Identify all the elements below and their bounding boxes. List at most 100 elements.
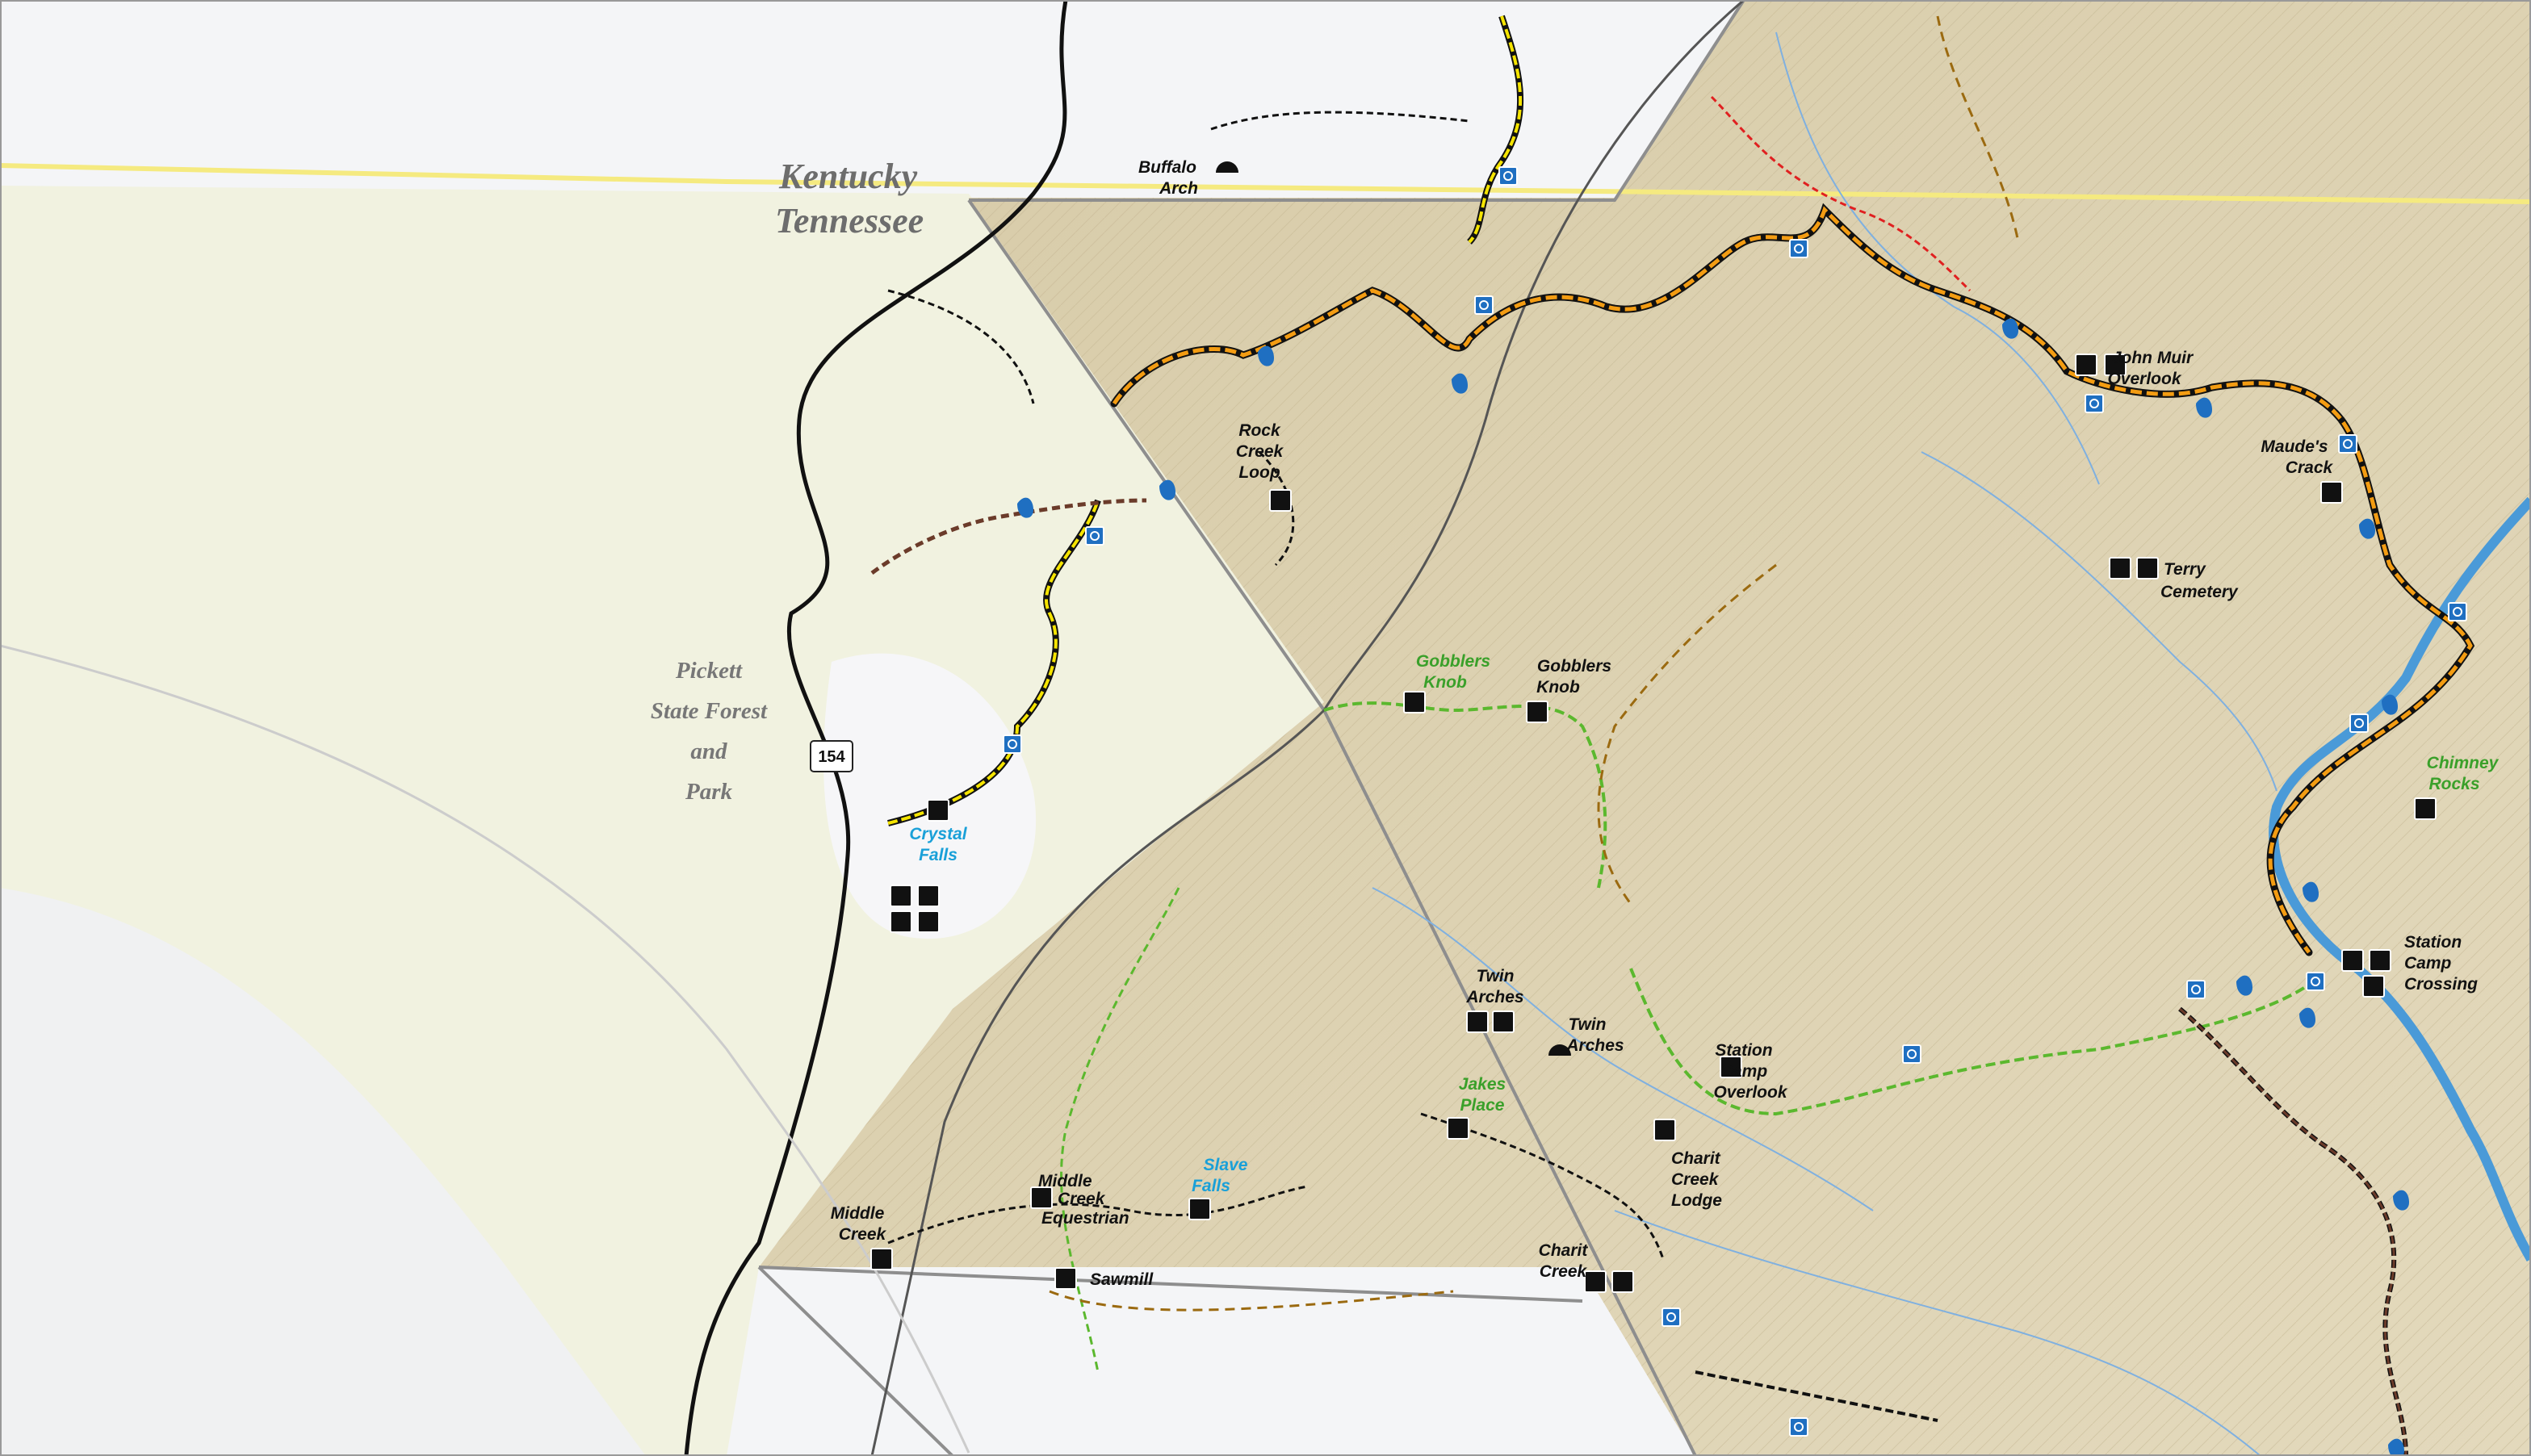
label-jakes-place-1: Jakes bbox=[1459, 1075, 1506, 1094]
label-john-muir-2: Overlook bbox=[2107, 370, 2181, 388]
label-jakes-place-2: Place bbox=[1460, 1096, 1505, 1115]
blue-camping-icon bbox=[2448, 602, 2467, 621]
label-twin-arches-1a: Twin bbox=[1476, 967, 1514, 985]
label-station-camp-crossing-1: Station bbox=[2404, 933, 2462, 952]
label-middle-creek-1: Middle bbox=[831, 1204, 885, 1223]
label-twin-arches-2a: Twin bbox=[1568, 1015, 1606, 1034]
label-station-camp-overlook-1: Station bbox=[1715, 1041, 1772, 1060]
label-station-camp-overlook-2: Camp bbox=[1720, 1062, 1768, 1081]
water-drop-icon bbox=[2002, 318, 2018, 339]
water-drop-icon bbox=[2303, 881, 2319, 902]
label-chimney-rocks-1: Chimney bbox=[2427, 754, 2500, 772]
label-rock-creek-loop-1: Rock bbox=[1238, 421, 1281, 440]
waterfall-icon bbox=[1188, 1198, 1211, 1220]
label-charit-creek-2: Creek bbox=[1540, 1262, 1588, 1281]
blue-camping-icon bbox=[2085, 394, 2104, 413]
blue-camping-icon bbox=[2186, 980, 2206, 999]
trail-orange bbox=[1112, 206, 2473, 954]
water-drop-icon bbox=[2393, 1190, 2409, 1211]
label-charit-creek-lodge-3: Lodge bbox=[1671, 1191, 1722, 1210]
horse-icon bbox=[2109, 557, 2131, 579]
blue-camping-icon bbox=[1498, 166, 1518, 186]
label-maudes-crack-1: Maude's bbox=[2261, 437, 2328, 456]
water-drop-icon bbox=[1159, 479, 1175, 500]
water-drop-icon bbox=[2382, 694, 2398, 715]
blue-camping-icon bbox=[1085, 526, 1104, 546]
water-drop-icon bbox=[1258, 345, 1274, 366]
blue-camping-icon bbox=[1003, 734, 1022, 754]
label-rock-creek-loop-2: Creek bbox=[1236, 442, 1284, 461]
label-sawmill: Sawmill bbox=[1090, 1270, 1154, 1289]
lodging-icon bbox=[917, 910, 940, 933]
viewpoint-icon bbox=[1403, 691, 1426, 713]
water-drop-icon bbox=[1017, 497, 1033, 518]
label-slave-falls-2: Falls bbox=[1192, 1177, 1230, 1195]
camp-store-icon bbox=[890, 885, 912, 907]
campground-icon bbox=[917, 885, 940, 907]
water-drop-icon bbox=[2236, 975, 2252, 996]
blue-camping-icon bbox=[1789, 239, 1808, 258]
trailhead-icon bbox=[1492, 1010, 1515, 1033]
restroom-icon bbox=[2075, 354, 2097, 376]
trailhead-icon bbox=[1526, 701, 1548, 723]
trail-yellow bbox=[887, 500, 1100, 825]
state-line bbox=[0, 163, 2531, 204]
horse-icon bbox=[1054, 1267, 1077, 1290]
lodging-icon bbox=[1653, 1119, 1676, 1141]
horse-icon bbox=[2362, 975, 2385, 998]
picnic-icon bbox=[2341, 949, 2364, 972]
restroom-icon bbox=[1466, 1010, 1489, 1033]
blue-camping-icon bbox=[1474, 295, 1494, 315]
label-station-camp-crossing-2: Camp bbox=[2404, 954, 2452, 973]
label-gobblers-knob-2: Knob bbox=[1536, 678, 1580, 697]
label-slave-falls-1: Slave bbox=[1204, 1156, 1248, 1174]
label-twin-arches-2b: Arches bbox=[1565, 1036, 1624, 1055]
label-twin-arches-1b: Arches bbox=[1465, 988, 1523, 1006]
label-gobblers-knob-1: Gobblers bbox=[1537, 657, 1611, 676]
crystal-falls-clearing bbox=[823, 653, 1037, 939]
big-south-fork-river bbox=[2269, 496, 2531, 1262]
park-label-line-4: Park bbox=[685, 779, 733, 805]
label-middle-creek-equestrian-1: Middle bbox=[1038, 1172, 1092, 1190]
state-label-kentucky: Kentucky bbox=[778, 157, 918, 196]
restroom-icon bbox=[2320, 481, 2343, 504]
water-drop-icon bbox=[1452, 373, 1468, 394]
park-label-line-2: State Forest bbox=[651, 698, 768, 724]
nps-boundary bbox=[969, 0, 1745, 202]
blue-camping-icon bbox=[2338, 434, 2357, 454]
blue-camping-icon bbox=[1902, 1044, 1921, 1064]
water-drop-icon bbox=[2359, 518, 2375, 539]
label-gobblers-knob-green-2: Knob bbox=[1423, 673, 1467, 692]
state-label-tennessee: Tennessee bbox=[775, 201, 924, 241]
horse-icon bbox=[1584, 1270, 1607, 1293]
label-charit-creek-lodge-1: Charit bbox=[1671, 1149, 1721, 1168]
water-drop-icon bbox=[2299, 1007, 2315, 1028]
trailhead-icon bbox=[1269, 489, 1292, 512]
label-middle-creek-equestrian-2: Creek bbox=[1058, 1190, 1106, 1208]
viewpoint-icon bbox=[1447, 1117, 1469, 1140]
arch-icon bbox=[1548, 1044, 1571, 1056]
label-rock-creek-loop-3: Loop bbox=[1238, 463, 1280, 482]
arch-icon bbox=[1216, 161, 1238, 173]
label-crystal-falls-1: Crystal bbox=[909, 825, 967, 843]
waterfall-icon bbox=[927, 799, 949, 822]
water-drop-icon bbox=[2388, 1438, 2404, 1456]
trailhead-icon bbox=[870, 1248, 893, 1270]
viewpoint-icon bbox=[2414, 797, 2437, 820]
label-buffalo-arch-1: Buffalo bbox=[1138, 158, 1196, 177]
route-154-shield: 154 bbox=[810, 740, 853, 772]
label-charit-creek-lodge-2: Creek bbox=[1671, 1170, 1720, 1189]
label-middle-creek-2: Creek bbox=[839, 1225, 887, 1244]
blue-camping-icon bbox=[1789, 1417, 1808, 1437]
label-middle-creek-equestrian-3: Equestrian bbox=[1041, 1209, 1129, 1228]
label-buffalo-arch-2: Arch bbox=[1159, 179, 1198, 198]
blue-camping-icon bbox=[2306, 972, 2325, 991]
label-john-muir-1: John Muir bbox=[2112, 349, 2194, 367]
highway-154 bbox=[684, 0, 1068, 1456]
park-label-line-3: and bbox=[690, 738, 727, 764]
label-terry-cemetery-2: Cemetery bbox=[2160, 583, 2239, 601]
label-chimney-rocks-2: Rocks bbox=[2428, 775, 2479, 793]
label-station-camp-overlook-3: Overlook bbox=[1713, 1083, 1787, 1102]
restroom-icon bbox=[1611, 1270, 1634, 1293]
